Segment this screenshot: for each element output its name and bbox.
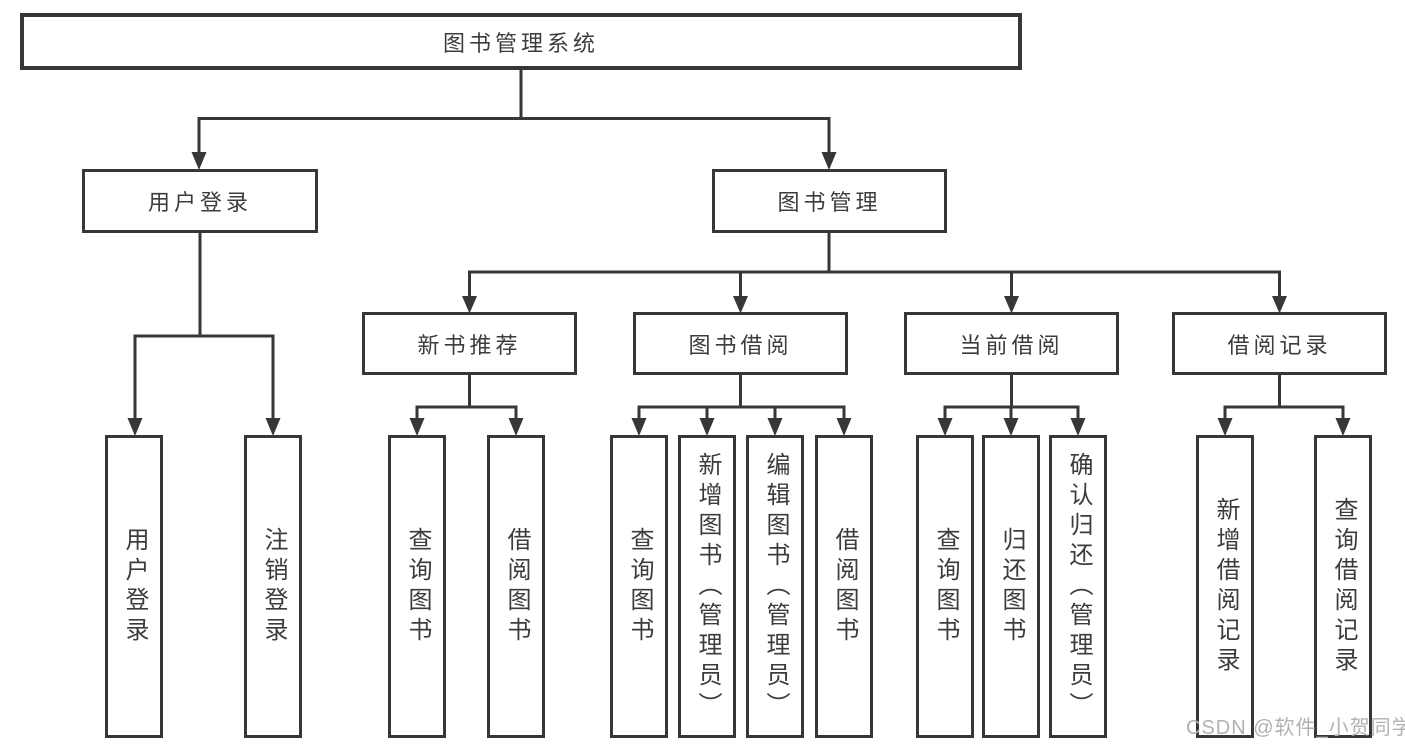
node-library-system: 图书管理系统 xyxy=(20,13,1022,70)
leaf-borrowing-query-books: 查询图书 xyxy=(610,435,668,738)
leaf-borrowing-borrow-books: 借阅图书 xyxy=(815,435,873,738)
node-book-management: 图书管理 xyxy=(712,169,947,233)
leaf-records-add-record: 新增借阅记录 xyxy=(1196,435,1254,738)
arrowhead-icons xyxy=(127,152,1351,436)
leaf-records-query-record: 查询借阅记录 xyxy=(1314,435,1372,738)
leaf-recommend-query-books: 查询图书 xyxy=(388,435,446,738)
csdn-watermark: CSDN @软件_小贺同学 xyxy=(1186,717,1405,739)
leaf-recommend-borrow-books: 借阅图书 xyxy=(487,435,545,738)
node-user-login: 用户登录 xyxy=(82,169,318,233)
node-book-borrowing: 图书借阅 xyxy=(633,312,848,375)
node-new-book-recommend: 新书推荐 xyxy=(362,312,577,375)
leaf-current-return-books: 归还图书 xyxy=(982,435,1040,738)
leaf-user-login: 用户登录 xyxy=(105,435,163,738)
leaf-current-confirm-return-admin: 确认归还（管理员） xyxy=(1049,435,1107,738)
leaf-logout: 注销登录 xyxy=(244,435,302,738)
leaf-borrowing-edit-books-admin: 编辑图书（管理员） xyxy=(746,435,804,738)
leaf-current-query-books: 查询图书 xyxy=(916,435,974,738)
node-borrowing-records: 借阅记录 xyxy=(1172,312,1387,375)
leaf-borrowing-add-books-admin: 新增图书（管理员） xyxy=(678,435,736,738)
node-current-borrowing: 当前借阅 xyxy=(904,312,1119,375)
